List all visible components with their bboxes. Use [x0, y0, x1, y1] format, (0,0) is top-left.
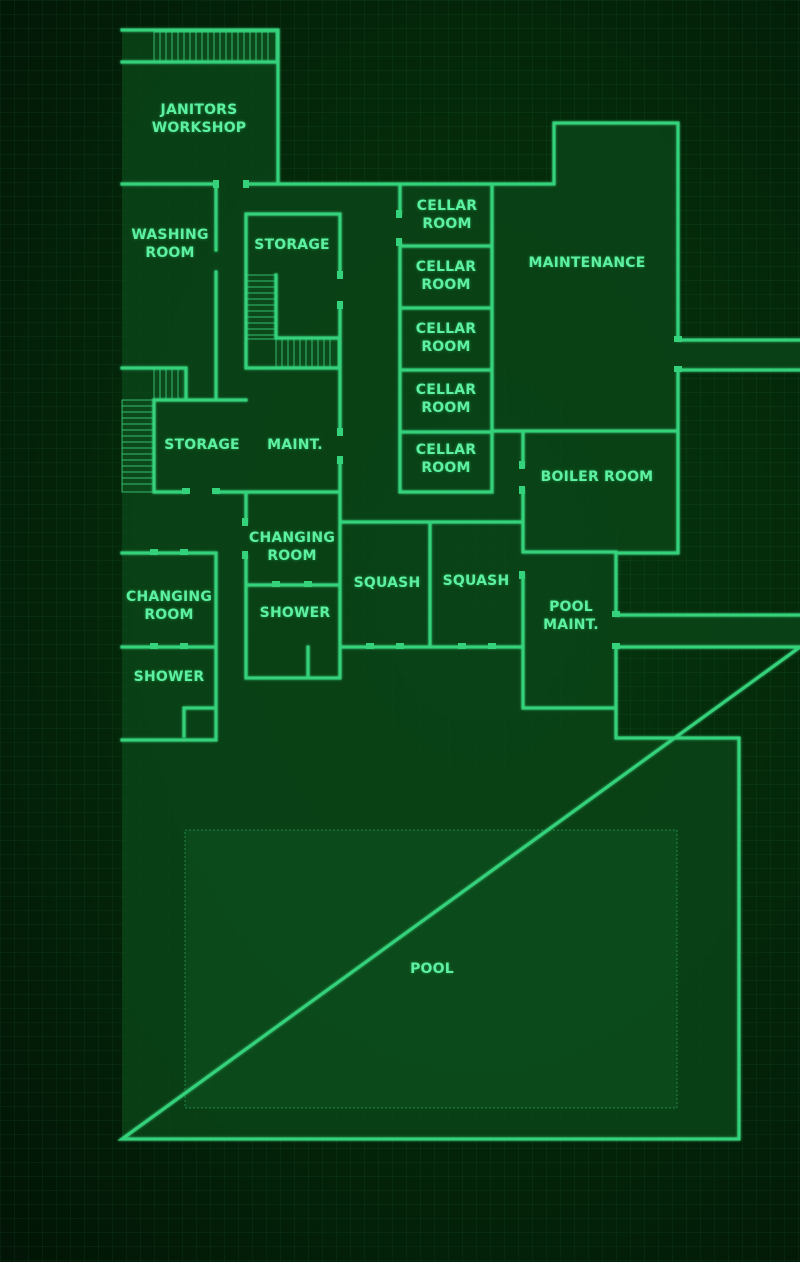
stairs-top — [153, 31, 277, 63]
room-label-boiler-room: BOILER ROOM — [540, 469, 654, 485]
room-label-shower-left: SHOWER — [133, 669, 205, 685]
room-label-maintenance: MAINTENANCE — [528, 255, 646, 271]
room-label-storage-lower: STORAGE — [164, 437, 240, 453]
stairs-storage-vertical — [245, 274, 277, 340]
stairs-left-horizontal — [153, 367, 187, 401]
walls — [117, 28, 800, 1141]
room-label-shower-center: SHOWER — [259, 605, 331, 621]
room-label-storage-upper: STORAGE — [254, 237, 330, 253]
doors — [150, 180, 682, 649]
room-label-squash-right: SQUASH — [442, 573, 510, 589]
pool-basin — [184, 829, 678, 1109]
stairs-storage-horizontal — [275, 337, 339, 369]
room-label-squash-left: SQUASH — [353, 575, 421, 591]
stairs-left-vertical — [121, 399, 155, 493]
stairs — [121, 31, 339, 493]
room-label-pool: POOL — [410, 961, 454, 977]
room-label-maint: MAINT. — [267, 437, 323, 453]
